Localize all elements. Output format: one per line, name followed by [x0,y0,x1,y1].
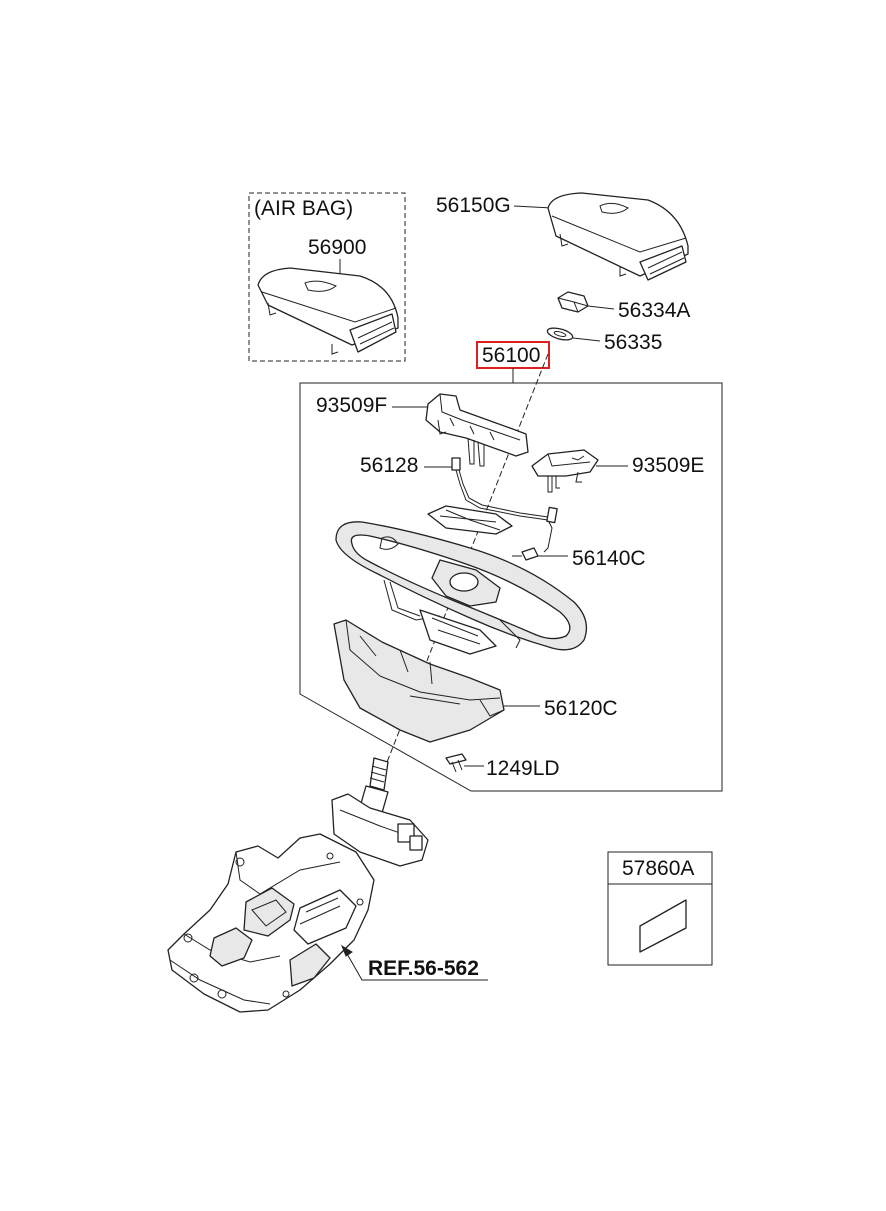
airbag-group: (AIR BAG) 56900 [248,192,406,362]
box-57860A [607,851,713,966]
wiring-harness-56128[interactable] [451,457,558,553]
airbag-title: (AIR BAG) [254,197,353,220]
reference-leader [345,951,488,981]
assembly-outline-box [299,382,723,792]
switch-bezel-93509E[interactable] [531,449,599,493]
washer-56335-group: 56335 [546,326,662,354]
nut-56334A[interactable] [557,291,589,313]
leader-56150G [513,205,553,209]
airbag-dashed-box [248,192,406,362]
label-56120C[interactable]: 56120C [544,697,618,720]
sticker-57860A[interactable] [639,899,687,953]
nut-56334A-group: 56334A [557,291,690,322]
horn-pad-56150G[interactable] [547,192,689,281]
mounting-plate [427,505,513,535]
label-56140C[interactable]: 56140C [572,547,646,570]
steering-wheel-assembly-56100: 56100 93509F 56128 93509E [299,341,723,792]
label-56150G[interactable]: 56150G [436,194,511,217]
label-sticker-57860A-group: 57860A [607,851,713,966]
label-93509E[interactable]: 93509E [632,454,704,477]
label-56334A[interactable]: 56334A [618,299,690,322]
label-56128[interactable]: 56128 [360,454,418,477]
horn-pad-56150G-group: 56150G [436,192,689,281]
leader-56334A [587,305,615,310]
label-57860A[interactable]: 57860A [622,857,694,880]
steering-wheel-rim[interactable] [335,521,588,655]
bolt-1249LD[interactable] [445,753,467,773]
label-56900[interactable]: 56900 [308,236,366,259]
label-reference[interactable]: REF.56-562 [368,957,479,980]
label-56100[interactable]: 56100 [482,344,540,367]
lower-cover-56120C[interactable] [333,619,505,743]
airbag-module-56900[interactable] [257,267,399,355]
switch-bezel-93509F[interactable] [425,393,529,467]
connector-56140C[interactable] [512,547,539,561]
label-56335[interactable]: 56335 [604,331,662,354]
reference-group: REF.56-562 [340,944,488,981]
label-93509F[interactable]: 93509F [316,394,387,417]
leader-56335 [572,337,601,342]
label-1249LD[interactable]: 1249LD [486,757,560,780]
reference-arrow-icon [340,944,353,957]
steering-column[interactable] [167,757,429,1013]
washer-56335[interactable] [546,326,574,342]
